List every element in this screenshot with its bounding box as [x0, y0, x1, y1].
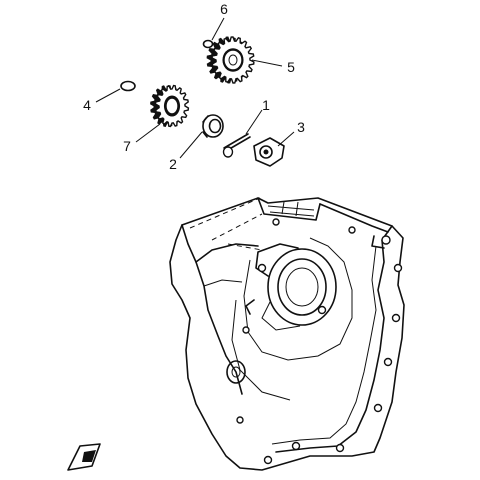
callout-6: 6: [220, 1, 228, 17]
callout-1: 1: [262, 97, 270, 113]
part-1-bolt: [222, 109, 263, 158]
part-6-circlip: [202, 17, 225, 49]
crankcase-housing: [169, 197, 405, 471]
callout-3: 3: [297, 119, 305, 135]
front-arrow-icon: [67, 443, 101, 471]
part-5-large-gear: [206, 36, 283, 84]
part-3-bracket: [253, 131, 295, 167]
part-7-small-gear: [135, 84, 190, 143]
callout-5: 5: [287, 59, 295, 75]
assembly-guide-line: [189, 197, 263, 251]
callout-2: 2: [169, 156, 177, 172]
callout-4: 4: [83, 97, 91, 113]
callout-7: 7: [123, 138, 131, 154]
callout-labels: 6 5 4 1 3 7 2: [83, 1, 305, 172]
part-2-bearing: [179, 114, 224, 159]
part-4-washer: [95, 80, 136, 103]
